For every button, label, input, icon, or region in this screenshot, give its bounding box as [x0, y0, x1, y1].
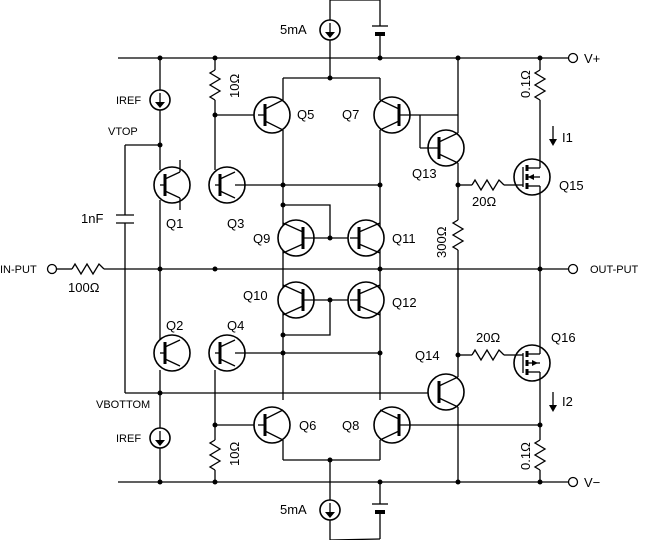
- label-r-in: 100Ω: [68, 280, 100, 295]
- label-r-top: 10Ω: [227, 74, 242, 98]
- transistor-icon: [253, 96, 291, 134]
- bottom-current-source: [319, 460, 388, 540]
- q1: [153, 160, 191, 210]
- label-r-bottom: 10Ω: [227, 442, 242, 466]
- resistor-icon: [533, 69, 547, 101]
- label-input: IN-PUT: [0, 264, 37, 276]
- transistor-icon: [253, 406, 291, 444]
- rails: [118, 52, 579, 488]
- resistor-icon: [208, 439, 222, 471]
- label-r-sense-bottom: 0.1Ω: [518, 442, 533, 470]
- text-labels: 5mA 5mA V+ V− IN-PUT OUT-PUT VTOP VBOTTO…: [0, 22, 639, 517]
- emitter-resistors: [208, 55, 258, 485]
- label-iref-bottom: IREF: [116, 433, 141, 445]
- label-src-bottom: 5mA: [280, 502, 307, 517]
- label-q3: Q3: [227, 216, 244, 231]
- q9: [277, 219, 350, 257]
- label-vplus: V+: [584, 51, 600, 66]
- transistor-icon: [347, 281, 385, 319]
- label-vbottom: VBOTTOM: [96, 399, 150, 411]
- transistor-icon: [347, 219, 385, 257]
- q14: [427, 373, 465, 411]
- label-vminus: V−: [584, 475, 600, 490]
- label-vtop: VTOP: [108, 126, 138, 138]
- label-output: OUT-PUT: [590, 264, 639, 276]
- label-r-gate-top: 20Ω: [472, 194, 496, 209]
- label-q9: Q9: [253, 231, 270, 246]
- q6: [253, 406, 291, 460]
- label-r-gate-bottom: 20Ω: [476, 330, 500, 345]
- q10: [277, 281, 350, 319]
- resistor-icon: [451, 219, 465, 251]
- resistor-icon: [208, 69, 222, 101]
- q12: [347, 281, 385, 319]
- q8: [373, 406, 540, 460]
- q11: [347, 219, 385, 257]
- resistor-icon: [71, 262, 105, 276]
- label-iref-top: IREF: [116, 95, 141, 107]
- transistor-icon: [153, 166, 191, 204]
- label-cap: 1nF: [81, 211, 103, 226]
- q16: [513, 344, 551, 382]
- top-current-source: [319, 0, 388, 78]
- label-i1: I1: [562, 130, 573, 145]
- transistor-icon: [427, 373, 465, 411]
- label-q16: Q16: [551, 330, 576, 345]
- iref-bottom-source: [149, 370, 171, 485]
- input-terminal: [46, 263, 58, 275]
- resistor-icon: [533, 439, 547, 471]
- label-q15: Q15: [559, 178, 584, 193]
- label-q7: Q7: [342, 107, 359, 122]
- output-terminal: [567, 263, 579, 275]
- resistor-icon: [471, 348, 505, 362]
- q4: [208, 334, 380, 372]
- transistor-icon: [153, 334, 191, 372]
- label-q5: Q5: [297, 107, 314, 122]
- label-i2: I2: [562, 394, 573, 409]
- label-q2: Q2: [166, 318, 183, 333]
- iref-top-source: [149, 55, 171, 170]
- label-r-bias: 300Ω: [434, 226, 449, 258]
- vminus-terminal: [567, 476, 579, 488]
- q15: [513, 158, 551, 196]
- label-q4: Q4: [227, 318, 244, 333]
- q2: [153, 334, 191, 372]
- label-q13: Q13: [412, 166, 437, 181]
- resistor-icon: [471, 178, 505, 192]
- q13: [419, 115, 465, 167]
- label-r-sense-top: 0.1Ω: [518, 70, 533, 98]
- label-q8: Q8: [342, 418, 359, 433]
- label-q11: Q11: [392, 231, 416, 246]
- label-q14: Q14: [415, 348, 440, 363]
- vplus-terminal: [567, 52, 579, 64]
- label-q1: Q1: [166, 216, 183, 231]
- q3: [208, 166, 380, 204]
- label-q10: Q10: [243, 288, 268, 303]
- label-q12: Q12: [392, 295, 417, 310]
- label-src-top: 5mA: [280, 22, 307, 37]
- label-q6: Q6: [299, 418, 316, 433]
